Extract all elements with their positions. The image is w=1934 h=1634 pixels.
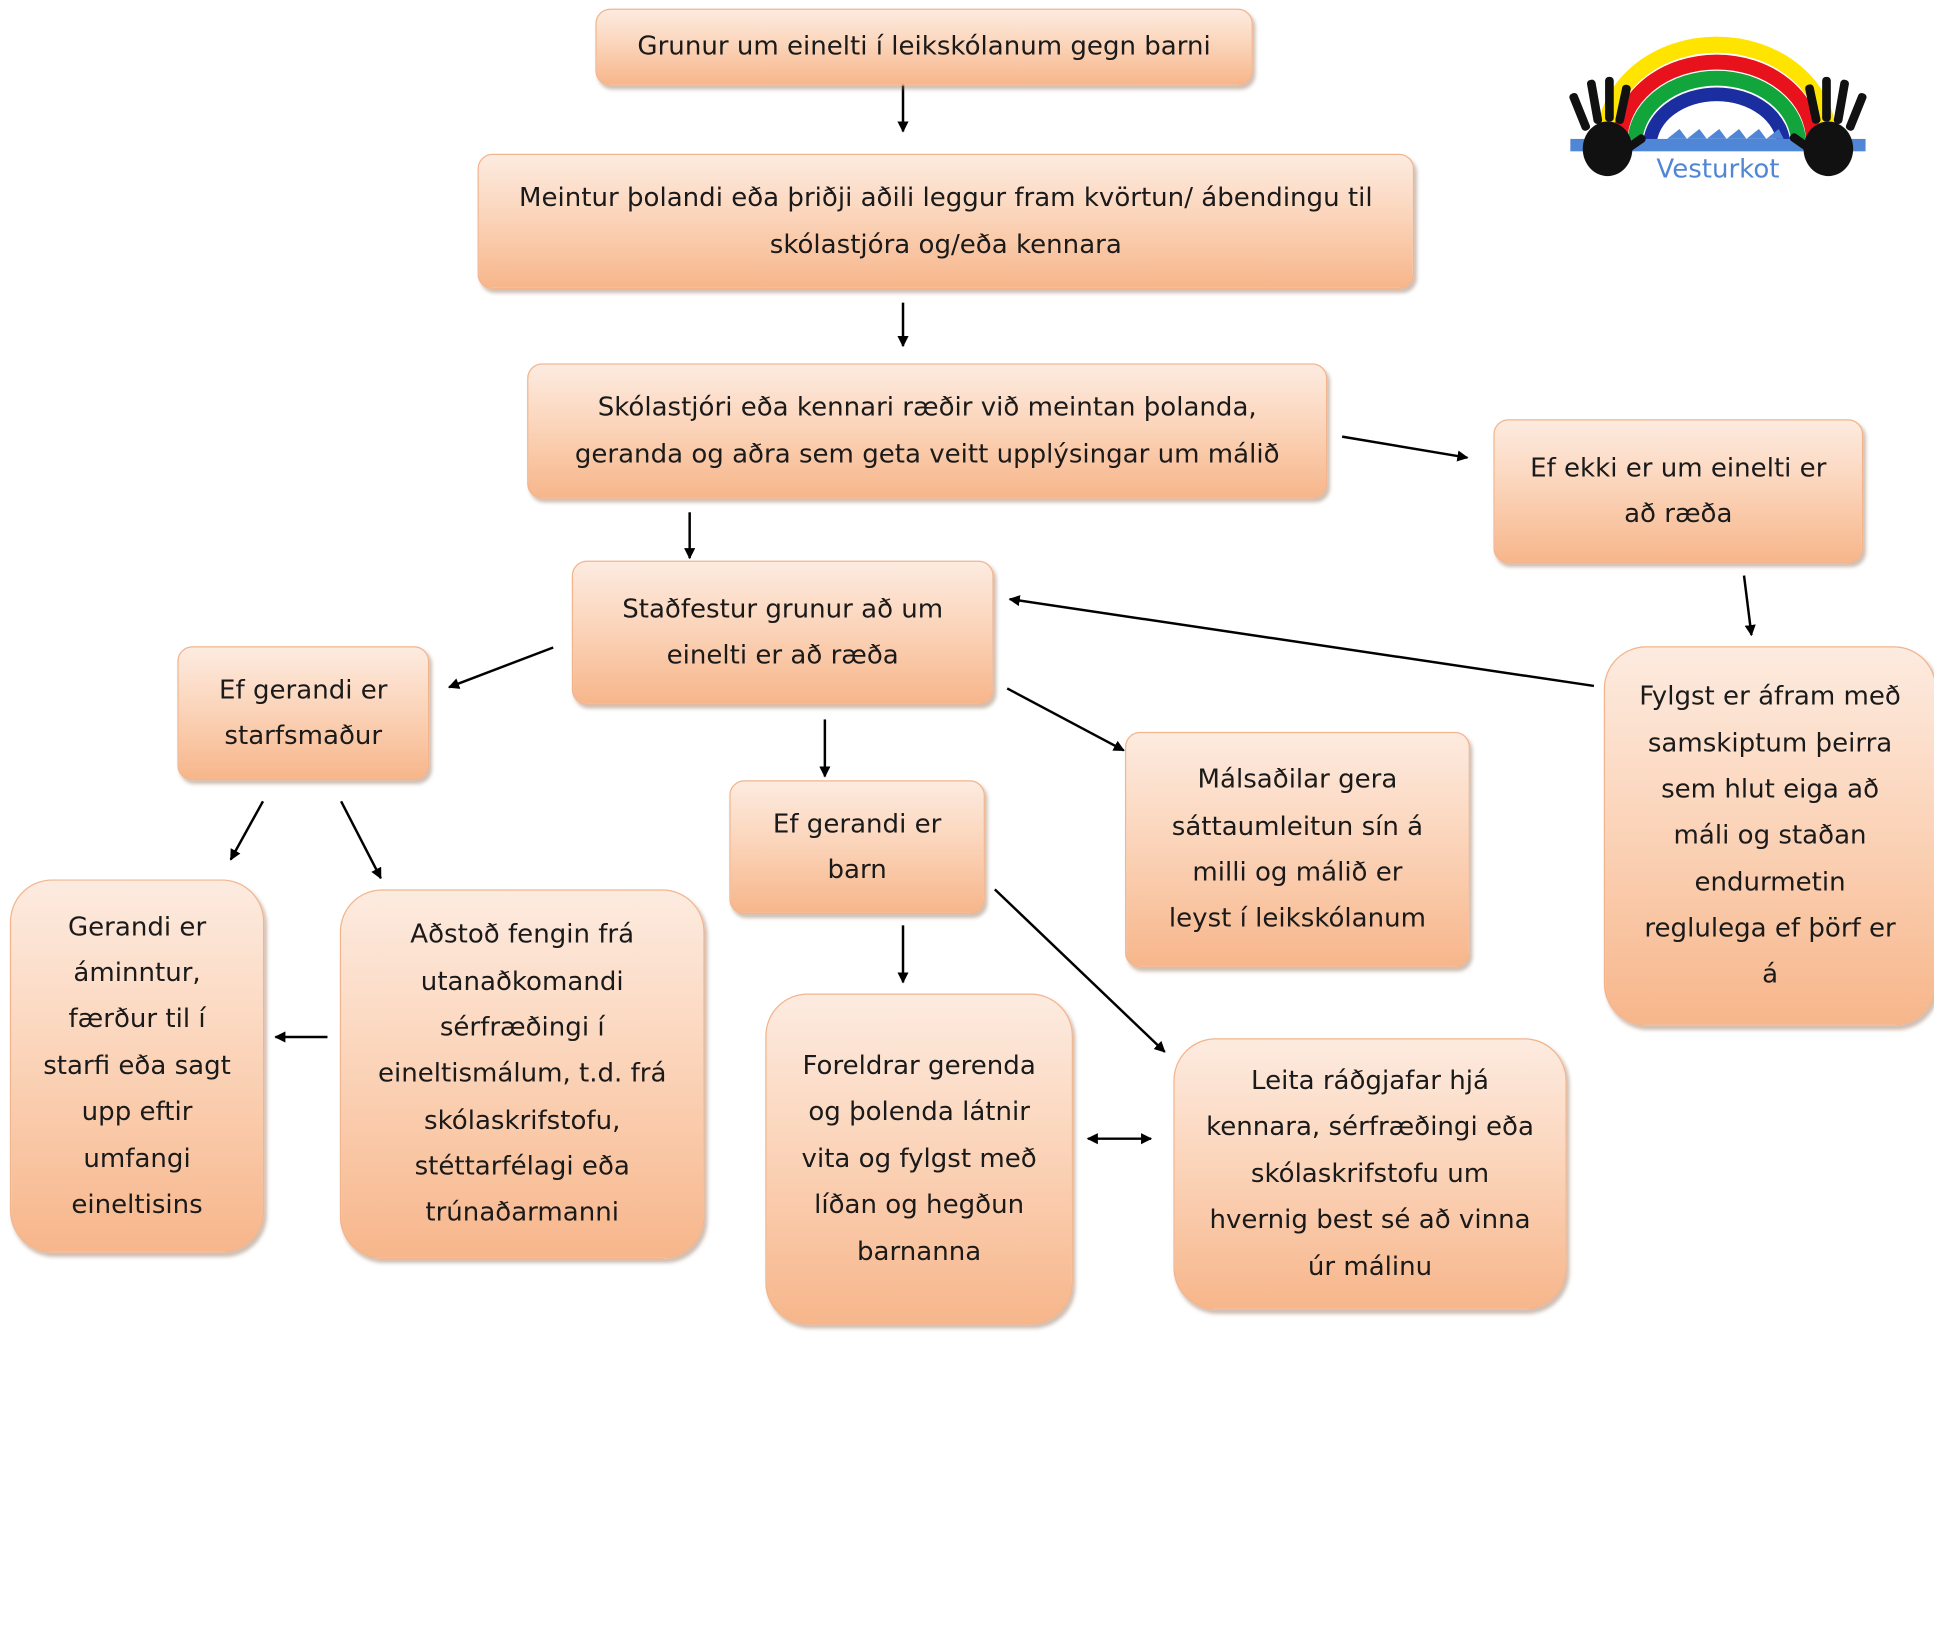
arrow-discuss-to-not-bullying	[1341, 435, 1469, 462]
node-reconcile-text: Málsaðilar gera sáttaumleitun sín á mill…	[1168, 764, 1427, 934]
node-reprimand: Gerandi er áminntur, færður til í starfi…	[9, 879, 265, 1253]
node-monitor-text: Fylgst er áfram með samskiptum þeirra se…	[1639, 681, 1901, 990]
node-staff-text: Ef gerandi er starfsmaður	[219, 674, 388, 751]
node-not-bullying: Ef ekki er um einelti er að ræða	[1493, 419, 1864, 564]
node-discuss: Skólastjóri eða kennari ræðir við meinta…	[527, 363, 1328, 499]
node-confirmed-text: Staðfestur grunur að um einelti er að ræ…	[622, 593, 944, 670]
node-discuss-text: Skólastjóri eða kennari ræðir við meinta…	[574, 392, 1280, 469]
rainbow-icon	[1597, 36, 1837, 147]
node-outside-help-text: Aðstoð fengin frá utanaðkomandi sérfræði…	[377, 919, 667, 1228]
node-suspicion: Grunur um einelti í leikskólanum gegn ba…	[595, 8, 1253, 86]
node-reconcile: Málsaðilar gera sáttaumleitun sín á mill…	[1125, 731, 1470, 968]
node-advice: Leita ráðgjafar hjá kennara, sérfræðingi…	[1173, 1038, 1567, 1310]
vesturkot-logo: Vesturkot	[1569, 36, 1867, 184]
arrow-staff-to-outside-help	[340, 800, 382, 880]
connector-layer	[229, 83, 1756, 1145]
arrow-monitor-to-confirmed	[1008, 595, 1595, 688]
node-child-text: Ef gerandi er barn	[772, 808, 942, 885]
node-staff: Ef gerandi er starfsmaður	[177, 646, 430, 781]
node-monitor: Fylgst er áfram með samskiptum þeirra se…	[1603, 646, 1934, 1026]
node-outside-help: Aðstoð fengin frá utanaðkomandi sérfræði…	[339, 889, 705, 1260]
node-parents: Foreldrar gerenda og þolenda látnir vita…	[765, 993, 1073, 1325]
node-suspicion-text: Grunur um einelti í leikskólanum gegn ba…	[637, 31, 1211, 62]
node-reprimand-text: Gerandi er áminntur, færður til í starfi…	[43, 911, 231, 1220]
node-complaint-text: Meintur þolandi eða þriðji aðili leggur …	[519, 182, 1373, 259]
node-child: Ef gerandi er barn	[729, 780, 985, 915]
arrow-confirmed-to-staff	[447, 646, 554, 689]
node-complaint: Meintur þolandi eða þriðji aðili leggur …	[477, 153, 1415, 290]
node-parents-text: Foreldrar gerenda og þolenda látnir vita…	[801, 1050, 1037, 1266]
node-advice-text: Leita ráðgjafar hjá kennara, sérfræðingi…	[1206, 1065, 1534, 1281]
right-hand-icon	[1789, 76, 1867, 177]
left-hand-icon	[1569, 76, 1646, 177]
node-confirmed: Staðfestur grunur að um einelti er að ræ…	[571, 560, 994, 705]
arrow-staff-to-reprimand	[229, 800, 265, 861]
node-not-bullying-text: Ef ekki er um einelti er að ræða	[1530, 452, 1827, 529]
arrow-child-to-advice	[993, 888, 1166, 1053]
arrow-confirmed-to-reconcile	[1006, 687, 1125, 752]
arrow-not-bullying-to-monitor	[1742, 575, 1756, 637]
logo-text: Vesturkot	[1656, 154, 1779, 184]
